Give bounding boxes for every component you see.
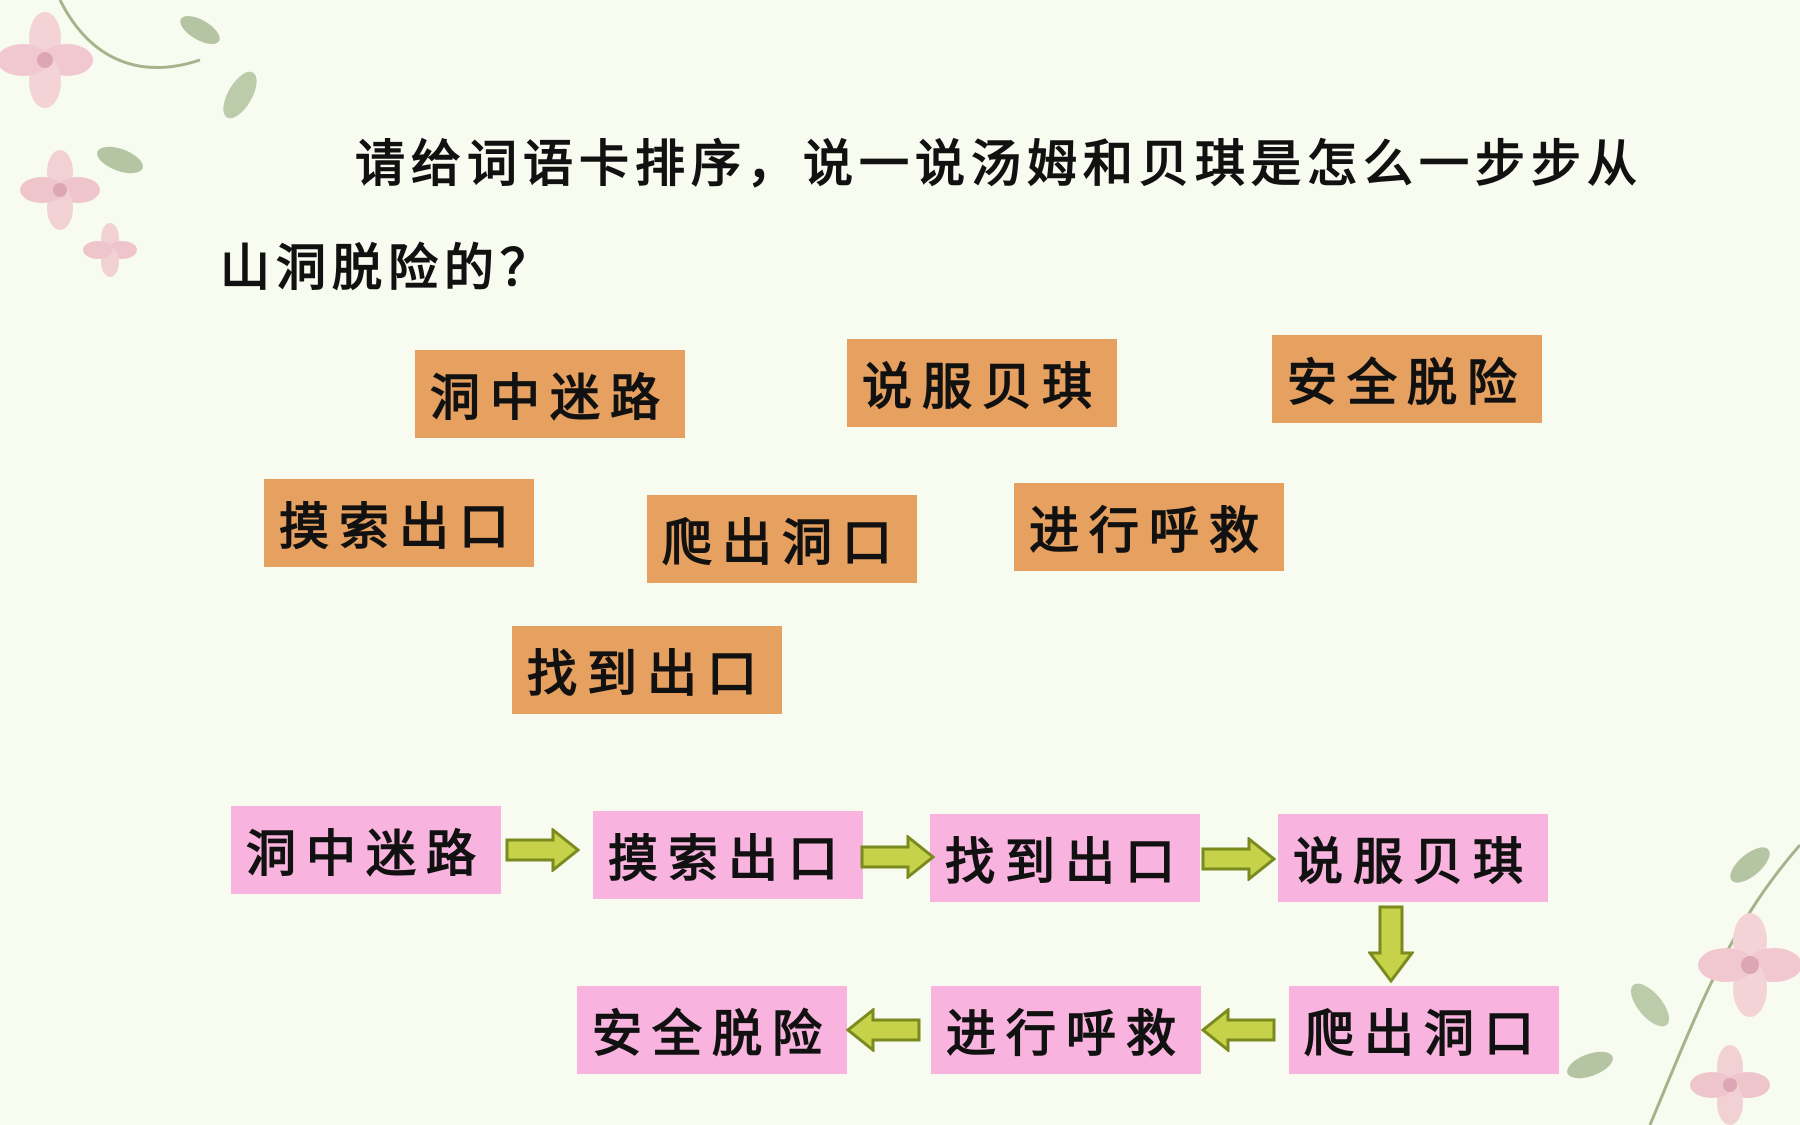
down-arrow-icon <box>1368 905 1414 983</box>
word-card-3[interactable]: 安全脱险 <box>1272 335 1542 423</box>
word-card-5[interactable]: 爬出洞口 <box>647 495 917 583</box>
sequence-step-3: 找到出口 <box>930 814 1200 902</box>
left-arrow-icon <box>846 1008 921 1052</box>
sequence-step-4: 说服贝琪 <box>1278 814 1548 902</box>
right-arrow-icon <box>505 828 580 872</box>
right-arrow-icon <box>1201 837 1276 881</box>
right-arrow-icon <box>860 835 935 879</box>
sequence-step-7: 安全脱险 <box>577 986 847 1074</box>
word-card-7[interactable]: 找到出口 <box>512 626 782 714</box>
sequence-step-1: 洞中迷路 <box>231 806 501 894</box>
question-text: 请给词语卡排序，说一说汤姆和贝琪是怎么一步步从山洞脱险的？ <box>220 134 1643 297</box>
sequence-step-2: 摸索出口 <box>593 811 863 899</box>
left-arrow-icon <box>1201 1008 1276 1052</box>
word-card-4[interactable]: 摸索出口 <box>264 479 534 567</box>
word-card-2[interactable]: 说服贝琪 <box>847 339 1117 427</box>
word-card-1[interactable]: 洞中迷路 <box>415 350 685 438</box>
sequence-step-5: 爬出洞口 <box>1289 986 1559 1074</box>
sequence-step-6: 进行呼救 <box>931 986 1201 1074</box>
word-card-6[interactable]: 进行呼救 <box>1014 483 1284 571</box>
